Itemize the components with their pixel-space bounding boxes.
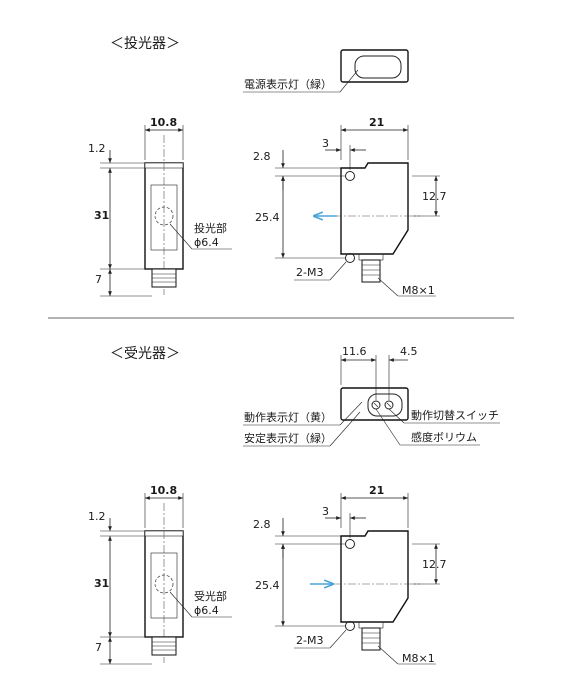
receiver-front-view — [100, 493, 232, 665]
receiver-heading: ＜受光器＞ — [110, 346, 180, 362]
receiver-hole-offset-dim: 2.8 — [253, 518, 271, 531]
receiver-dim-a: 11.6 — [342, 345, 367, 358]
emitter-hole-x-dim: 3 — [322, 137, 329, 150]
emitter-beam-height-dim: 12.7 — [422, 190, 447, 203]
receiver-lens-label: 受光部 — [194, 589, 227, 603]
receiver-top-view — [243, 355, 500, 447]
receiver-beam-height-dim: 12.7 — [422, 558, 447, 571]
emitter-lens-diameter: ϕ6.4 — [194, 236, 219, 249]
emitter-side-view — [275, 125, 440, 297]
emitter-top-view — [243, 49, 409, 93]
receiver-op-lamp-label: 動作表示灯（黄） — [244, 410, 332, 424]
receiver-hole-x-dim: 3 — [322, 505, 329, 518]
receiver-mode-switch-label: 動作切替スイッチ — [411, 408, 499, 422]
emitter-width-dim: 10.8 — [150, 116, 177, 129]
receiver-side-view — [275, 493, 440, 665]
receiver-lens-diameter: ϕ6.4 — [194, 604, 219, 617]
emitter-hole-offset-dim: 2.8 — [253, 150, 271, 163]
receiver-depth-dim: 21 — [369, 484, 384, 497]
emitter-front-view — [100, 125, 232, 297]
receiver-connector-label: M8×1 — [402, 652, 435, 665]
emitter-height-dim: 31 — [94, 209, 109, 222]
receiver-pitch-dim: 25.4 — [255, 579, 280, 592]
emitter-top-offset-dim: 1.2 — [88, 142, 106, 155]
receiver-top-offset-dim: 1.2 — [88, 510, 106, 523]
emitter-lens-label: 投光部 — [194, 221, 227, 235]
emitter-connector-label: M8×1 — [402, 284, 435, 297]
receiver-screws-label: 2-M3 — [296, 634, 323, 647]
emitter-power-lamp-label: 電源表示灯（緑） — [244, 77, 332, 91]
emitter-heading: ＜投光器＞ — [110, 36, 180, 52]
receiver-height-dim: 31 — [94, 577, 109, 590]
emitter-pitch-dim: 25.4 — [255, 211, 280, 224]
emitter-bottom-dim: 7 — [95, 273, 102, 286]
receiver-width-dim: 10.8 — [150, 484, 177, 497]
emitter-screws-label: 2-M3 — [296, 266, 323, 279]
receiver-bottom-dim: 7 — [95, 641, 102, 654]
receiver-sensitivity-label: 感度ボリウム — [411, 430, 477, 444]
receiver-stable-lamp-label: 安定表示灯（緑） — [244, 431, 332, 445]
receiver-dim-b: 4.5 — [400, 345, 418, 358]
emitter-depth-dim: 21 — [369, 116, 384, 129]
